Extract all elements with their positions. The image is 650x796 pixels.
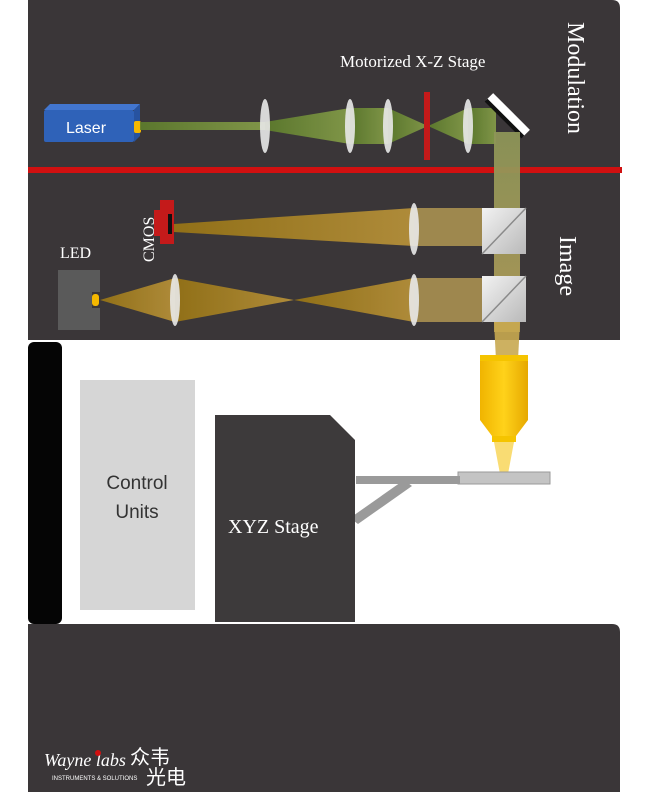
control-units-box <box>80 380 195 610</box>
brand-logo: Wayne labs INSTRUMENTS & SOLUTIONS 众韦 光电 <box>44 746 186 789</box>
laser-beam <box>140 108 496 144</box>
frame-left-bar <box>28 342 62 624</box>
modulation-lenses <box>260 99 473 153</box>
mirror <box>484 93 530 139</box>
bottom-panel <box>28 624 620 792</box>
cmos-beam-right <box>414 208 486 246</box>
logo-chinese-bottom: 光电 <box>146 766 186 789</box>
motorized-stage-bar <box>424 92 430 160</box>
stage-arm <box>350 476 460 524</box>
logo-chinese-top: 众韦 <box>130 746 170 769</box>
led-label: LED <box>60 245 91 262</box>
cmos-sensor <box>154 200 174 244</box>
laser-label: Laser <box>66 120 107 137</box>
laser-source: Laser <box>44 104 141 142</box>
objective-input-beam <box>494 322 520 360</box>
logo-brand: Wayne labs <box>44 750 126 770</box>
beam-splitter-upper <box>481 207 527 255</box>
image-lenses <box>170 203 419 326</box>
led-beam <box>100 278 486 322</box>
beam-splitter-lower <box>481 275 527 323</box>
objective-lens <box>480 355 528 474</box>
logo-tagline: INSTRUMENTS & SOLUTIONS <box>52 776 137 782</box>
modulation-label: Modulation <box>562 22 588 134</box>
logo-dot-icon <box>95 750 101 756</box>
led-source <box>58 270 100 330</box>
cmos-beam <box>174 208 414 246</box>
image-label: Image <box>554 236 580 296</box>
sample-plate <box>457 471 551 485</box>
xyz-stage <box>215 415 355 622</box>
control-units-label-2: Units <box>115 502 158 523</box>
cmos-label: CMOS <box>141 217 158 262</box>
control-units-label-1: Control <box>106 473 167 494</box>
xyz-stage-label: XYZ Stage <box>228 516 319 538</box>
motorized-stage-label: Motorized X-Z Stage <box>340 52 485 71</box>
